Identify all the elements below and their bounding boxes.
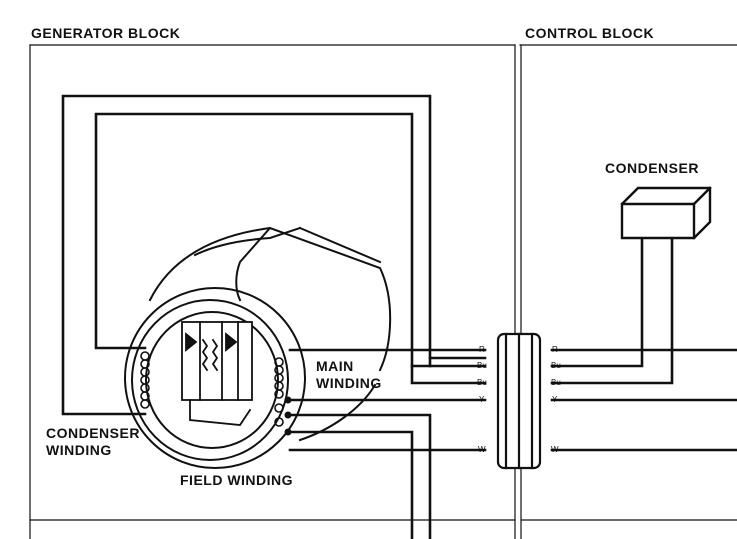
- condenser-label: CONDENSER: [605, 160, 699, 176]
- field-winding-terminals: [284, 396, 292, 436]
- wire-label-left-bu2: Bu: [477, 378, 487, 387]
- wire-label-right-y: Y: [552, 395, 558, 404]
- wire-outer-loop: [61, 94, 487, 416]
- wire-label-right-bu2: Bu: [551, 378, 561, 387]
- wire-connector: [496, 332, 542, 470]
- wire-label-right-w: W: [551, 445, 559, 454]
- wire-label-left-r: R: [479, 345, 485, 354]
- wire-down-1: [288, 413, 432, 539]
- wire-down-2: [288, 430, 414, 539]
- generator-drum: [124, 226, 392, 469]
- condenser-box: [620, 186, 712, 240]
- condenser-winding-label-line1: CONDENSER: [46, 425, 140, 441]
- condenser-winding-label-line2: WINDING: [46, 442, 112, 458]
- wire-bu-right-2: [550, 232, 674, 385]
- generator-block-title: GENERATOR BLOCK: [31, 25, 181, 41]
- wire-label-right-bu1: Bu: [551, 361, 561, 370]
- wire-label-right-r: R: [552, 345, 558, 354]
- wire-label-left-w: W: [478, 445, 486, 454]
- wire-label-left-bu1: Bu: [477, 361, 487, 370]
- wire-label-left-y: Y: [479, 395, 485, 404]
- control-block-title: CONTROL BLOCK: [525, 25, 655, 41]
- rectifier-board: [181, 321, 253, 426]
- main-winding-label-line2: WINDING: [316, 375, 382, 391]
- field-winding-label: FIELD WINDING: [180, 472, 294, 488]
- control-block-frame: [514, 44, 737, 539]
- wire-bu-2: [410, 364, 487, 385]
- generator-block-frame: [29, 44, 516, 539]
- wire-bu-right-1: [550, 232, 644, 368]
- condenser-winding-coil: [140, 351, 150, 409]
- main-winding-coil: [274, 357, 284, 427]
- wire-inner-loop: [94, 112, 487, 368]
- main-winding-label-line1: MAIN: [316, 358, 354, 374]
